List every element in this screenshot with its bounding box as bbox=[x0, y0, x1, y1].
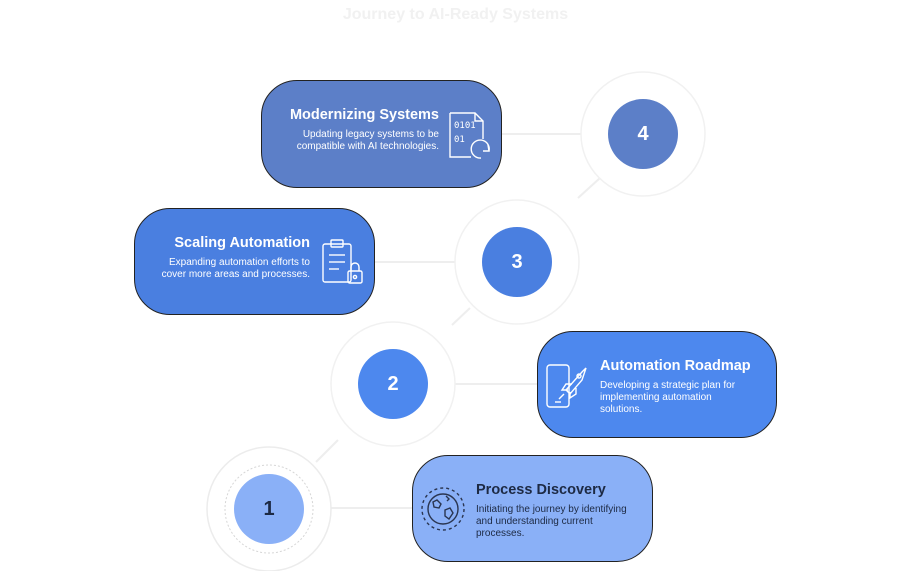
link-1-2 bbox=[315, 439, 339, 463]
step-1-title: Process Discovery bbox=[476, 482, 606, 498]
step-2-number: 2 bbox=[358, 349, 428, 419]
step-3-title: Scaling Automation bbox=[174, 235, 310, 251]
step-1-number: 1 bbox=[234, 474, 304, 544]
step-4-description: Updating legacy systems to be compatible… bbox=[296, 129, 439, 152]
step-3-number: 3 bbox=[482, 227, 552, 297]
step-4-title: Modernizing Systems bbox=[289, 107, 439, 123]
step-4-card: Modernizing Systems Updating legacy syst… bbox=[261, 80, 502, 188]
svg-text:0101: 0101 bbox=[454, 121, 476, 131]
link-3-4 bbox=[577, 177, 601, 199]
clipboard-lock-icon bbox=[322, 239, 363, 284]
step-4-number: 4 bbox=[608, 99, 678, 169]
step-3-description: Expanding automation efforts to cover mo… bbox=[161, 257, 310, 280]
mobile-rocket-icon bbox=[546, 364, 587, 408]
link-2-3 bbox=[451, 307, 471, 326]
globe-icon bbox=[421, 487, 465, 531]
step-1-description: Initiating the journey by identifying an… bbox=[476, 504, 627, 539]
step-2-title: Automation Roadmap bbox=[600, 358, 751, 374]
binary-file-icon: 0101 01 bbox=[449, 112, 490, 159]
svg-text:01: 01 bbox=[454, 135, 465, 145]
ring-1-dashed bbox=[224, 464, 314, 554]
step-2-card: Automation Roadmap Developing a strategi… bbox=[537, 331, 777, 438]
step-2-description: Developing a strategic plan for implemen… bbox=[600, 380, 736, 415]
step-3-card: Scaling Automation Expanding automation … bbox=[134, 208, 375, 315]
diagram-title: Journey to AI-Ready Systems bbox=[342, 6, 569, 23]
step-1-card: Process Discovery Initiating the journey… bbox=[412, 455, 653, 562]
